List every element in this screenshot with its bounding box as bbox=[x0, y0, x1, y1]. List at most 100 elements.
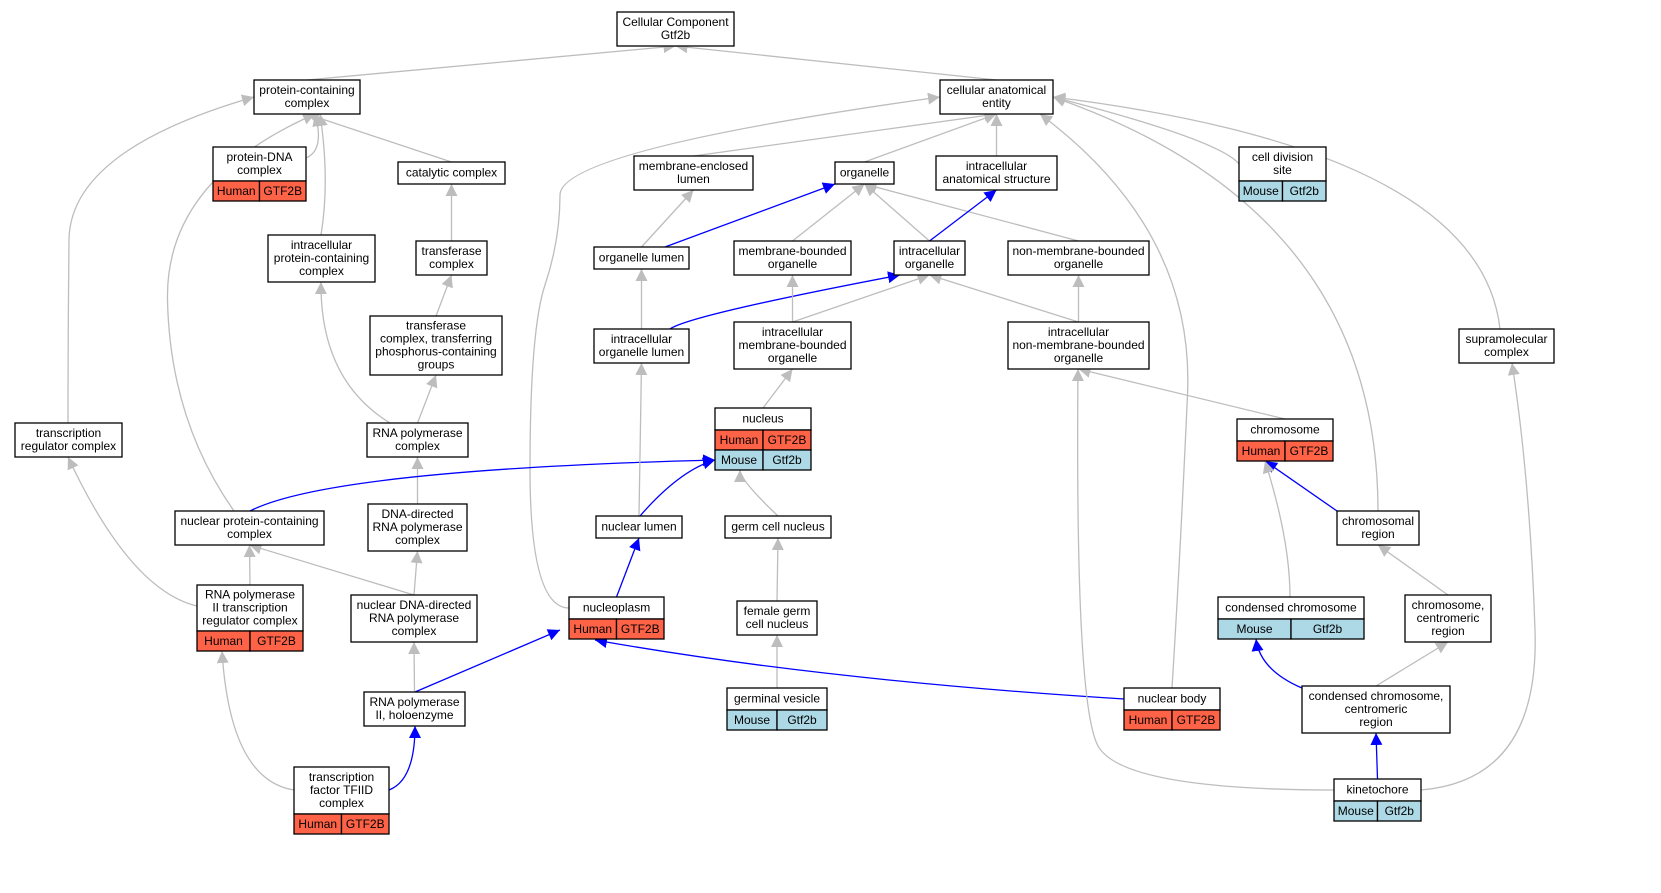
node-nuclear-lumen[interactable]: nuclear lumen bbox=[595, 515, 683, 539]
node-label-line: complex bbox=[237, 163, 282, 177]
edge-condensed-chromosome-centromeric-region-to-condensed-chromosome bbox=[1251, 638, 1303, 689]
node-label-line: RNA polymerase bbox=[369, 695, 459, 709]
edge-protein-dna-complex-to-protein-containing-complex bbox=[305, 113, 324, 159]
edge-intracellular-organelle-to-intracellular-anatomical-structure bbox=[929, 189, 997, 242]
edge-intracellular-protein-containing-complex-to-protein-containing-complex bbox=[315, 113, 328, 236]
node-label-line: II, holoenzyme bbox=[375, 708, 453, 722]
node-intracellular-non-membrane-bounded-organelle[interactable]: intracellularnon-membrane-boundedorganel… bbox=[1007, 321, 1150, 370]
node-label-line: groups bbox=[418, 358, 455, 372]
node-label-line: membrane-enclosed bbox=[639, 159, 748, 173]
edge-transcription-factor-tfiid-complex-to-rna-polymerase-ii-holoenzyme bbox=[388, 725, 421, 791]
node-label-line: RNA polymerase bbox=[372, 426, 462, 440]
node-label-line: anatomical structure bbox=[942, 172, 1050, 186]
node-label-line: cellular anatomical bbox=[947, 83, 1046, 97]
edge-female-germ-cell-nucleus-to-germ-cell-nucleus bbox=[771, 537, 784, 602]
edge-condensed-chromosome-centromeric-region-to-chromosome-centromeric-region bbox=[1375, 641, 1449, 687]
gene-label: GTF2B bbox=[1177, 713, 1216, 727]
node-label-line: region bbox=[1431, 624, 1464, 638]
node-label-line: DNA-directed bbox=[381, 507, 453, 521]
node-box bbox=[415, 240, 488, 276]
node-label-line: transcription bbox=[36, 426, 101, 440]
node-label-line: kinetochore bbox=[1346, 783, 1408, 797]
edge-kinetochore-to-condensed-chromosome-centromeric-region bbox=[1370, 732, 1383, 780]
node-catalytic-complex[interactable]: catalytic complex bbox=[397, 161, 506, 185]
species-label: Mouse bbox=[1236, 622, 1272, 636]
node-label-line: II transcription bbox=[212, 601, 287, 615]
node-box bbox=[595, 515, 683, 539]
node-label-line: female germ bbox=[744, 604, 811, 618]
edge-chromosome-to-intracellular-non-membrane-bounded-organelle bbox=[1078, 365, 1286, 420]
gene-cell bbox=[776, 709, 828, 731]
node-label-line: nuclear DNA-directed bbox=[357, 598, 472, 612]
node-label-line: RNA polymerase bbox=[372, 520, 462, 534]
gene-label: GTF2B bbox=[1290, 444, 1329, 458]
gene-label: GTF2B bbox=[346, 817, 385, 831]
species-label: Human bbox=[298, 817, 337, 831]
node-box bbox=[14, 422, 123, 458]
node-label-line: region bbox=[1361, 527, 1394, 541]
species-label: Mouse bbox=[734, 713, 770, 727]
edge-intracellular-organelle-lumen-to-intracellular-organelle bbox=[669, 271, 901, 330]
edge-intracellular-membrane-bounded-organelle-to-intracellular-organelle bbox=[792, 273, 930, 323]
edge-protein-containing-complex-to-root bbox=[306, 41, 676, 81]
species-label: Human bbox=[573, 622, 612, 636]
node-germ-cell-nucleus[interactable]: germ cell nucleus bbox=[724, 515, 832, 539]
node-organelle-lumen[interactable]: organelle lumen bbox=[593, 246, 690, 270]
node-label-line: complex, transferring bbox=[380, 332, 492, 346]
edge-nucleoplasm-to-nuclear-lumen bbox=[615, 537, 641, 598]
node-label-line: chromosome bbox=[1250, 423, 1320, 437]
node-box bbox=[633, 155, 754, 191]
node-organelle[interactable]: organelle bbox=[834, 161, 895, 185]
species-label: Human bbox=[720, 433, 759, 447]
node-label-line: complex bbox=[392, 624, 437, 638]
node-label-line: organelle lumen bbox=[599, 251, 684, 265]
node-label-line: condensed chromosome bbox=[1225, 601, 1357, 615]
gene-label: Gtf2b bbox=[1385, 804, 1415, 818]
node-box bbox=[893, 240, 966, 276]
edge-rna-pol-ii-transcription-regulator-complex-to-nuclear-protein-containing-complex bbox=[243, 544, 256, 586]
edge-nuclear-body-to-cellular-anatomical-entity bbox=[1039, 113, 1189, 689]
node-label-line: complex bbox=[1484, 345, 1529, 359]
node-label-line: complex bbox=[319, 796, 364, 810]
node-label-line: nucleus bbox=[742, 412, 783, 426]
node-box bbox=[363, 691, 466, 727]
node-label-line: condensed chromosome, bbox=[1309, 689, 1444, 703]
edge-kinetochore-to-supramolecular-complex bbox=[1420, 362, 1536, 791]
node-box bbox=[397, 161, 506, 185]
